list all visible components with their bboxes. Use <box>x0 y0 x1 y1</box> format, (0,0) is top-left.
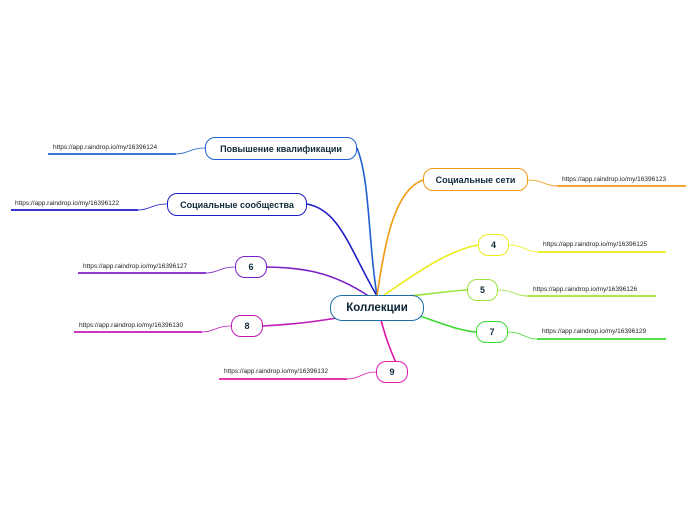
topic-label: Социальные сети <box>435 174 516 185</box>
connector-b8 <box>262 317 338 327</box>
topic-label: 5 <box>479 285 485 295</box>
link-connector-b5 <box>497 289 528 297</box>
link-connector-b4 <box>508 244 539 253</box>
topic-label: 6 <box>248 262 254 272</box>
topic-povyshenie-kvalifikacii[interactable]: Повышение квалификации <box>205 137 357 160</box>
topic-socialnye-soobshchestva[interactable]: Социальные сообщества <box>167 193 307 216</box>
topic-label: 4 <box>490 240 496 250</box>
topic-label: Повышение квалификации <box>220 143 342 154</box>
topic-4[interactable]: 4 <box>478 234 509 256</box>
link-url[interactable]: https://app.raindrop.io/my/16396124 <box>53 144 158 151</box>
topic-label: 9 <box>389 367 395 377</box>
topic-label: 7 <box>489 327 495 337</box>
link-url[interactable]: https://app.raindrop.io/my/16396123 <box>562 176 667 183</box>
root-label: Коллекции <box>346 302 408 314</box>
topic-label: 8 <box>244 321 250 331</box>
connector-b4 <box>382 244 479 297</box>
connector-seti <box>376 179 424 297</box>
link-url[interactable]: https://app.raindrop.io/my/16396130 <box>79 322 184 329</box>
topic-8[interactable]: 8 <box>231 315 263 337</box>
topic-7[interactable]: 7 <box>476 321 508 343</box>
topic-5[interactable]: 5 <box>467 279 498 301</box>
link-connector-povyshenie <box>175 147 206 155</box>
root-node[interactable]: Коллекции <box>330 295 424 321</box>
link-connector-seti <box>527 179 558 187</box>
topic-label: Социальные сообщества <box>180 199 294 210</box>
connector-soobshchestva <box>306 203 378 297</box>
link-url[interactable]: https://app.raindrop.io/my/16396129 <box>542 328 647 335</box>
link-url[interactable]: https://app.raindrop.io/my/16396122 <box>15 200 120 207</box>
link-connector-b8 <box>201 325 232 333</box>
topic-6[interactable]: 6 <box>235 256 267 278</box>
link-url[interactable]: https://app.raindrop.io/my/16396125 <box>543 241 648 248</box>
link-connector-soobshchestva <box>137 203 168 211</box>
link-url[interactable]: https://app.raindrop.io/my/16396127 <box>83 263 188 270</box>
link-connector-b6 <box>205 266 236 274</box>
topic-9[interactable]: 9 <box>376 361 408 383</box>
link-connector-b9 <box>346 371 377 380</box>
link-url[interactable]: https://app.raindrop.io/my/16396126 <box>533 286 638 293</box>
connector-povyshenie <box>356 147 378 297</box>
topic-socialnye-seti[interactable]: Социальные сети <box>423 168 528 191</box>
link-url[interactable]: https://app.raindrop.io/my/16396132 <box>224 368 329 375</box>
connector-b6 <box>266 266 371 298</box>
link-connector-b7 <box>507 331 538 340</box>
